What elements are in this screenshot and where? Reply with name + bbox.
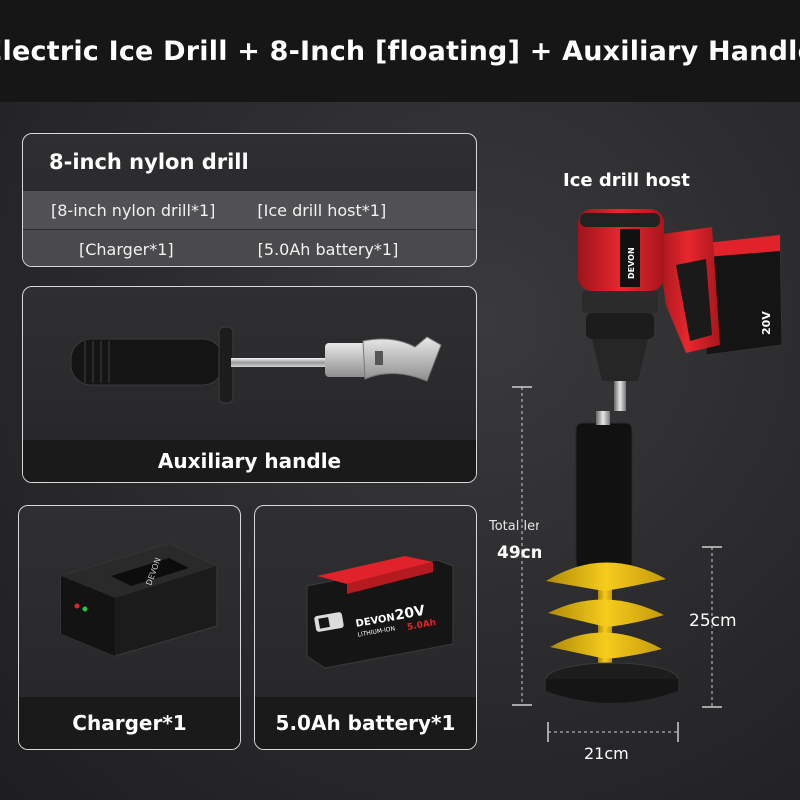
drill-brand-text: DEVON [627, 247, 636, 279]
auger-width-value: 21cm [584, 744, 629, 763]
drill-host-label: Ice drill host [563, 170, 690, 191]
package-contents-panel: 8-inch nylon drill [8-inch nylon drill*1… [22, 133, 477, 267]
drill-battery-text: 20V [760, 311, 773, 335]
battery-panel: DEVON 20V LITHIUM-ION 5.0Ah 5.0Ah batter… [254, 505, 477, 750]
package-item: [Charger*1] [79, 239, 174, 259]
package-row: [8-inch nylon drill*1] [Ice drill host*1… [23, 190, 476, 229]
auger-height-value: 25cm [689, 611, 737, 631]
total-length-value: 49cm [497, 543, 541, 563]
battery-voltage-text: 20V [394, 603, 427, 624]
package-item: [5.0Ah battery*1] [257, 239, 399, 259]
package-item: [8-inch nylon drill*1] [51, 200, 216, 220]
auxiliary-handle-panel: Auxiliary handle [22, 286, 477, 483]
package-item: [Ice drill host*1] [257, 200, 387, 220]
battery-image: DEVON 20V LITHIUM-ION 5.0Ah [306, 556, 454, 669]
battery-caption: 5.0Ah battery*1 [255, 697, 476, 749]
header-bar: Electric Ice Drill + 8-Inch [floating] +… [0, 0, 800, 102]
handle-caption: Auxiliary handle [23, 440, 476, 482]
package-row: [Charger*1] [5.0Ah battery*1] [23, 229, 476, 266]
package-title: 8-inch nylon drill [49, 150, 249, 174]
charger-panel: DEVON Charger*1 [18, 505, 241, 750]
auxiliary-handle-image [70, 326, 442, 404]
charger-caption: Charger*1 [19, 697, 240, 749]
charger-image: DEVON [60, 543, 218, 657]
total-length-label: Total ler [489, 519, 539, 534]
ice-drill-image: 20V DEVON [512, 209, 783, 742]
page-title: Electric Ice Drill + 8-Inch [floating] +… [0, 35, 800, 67]
